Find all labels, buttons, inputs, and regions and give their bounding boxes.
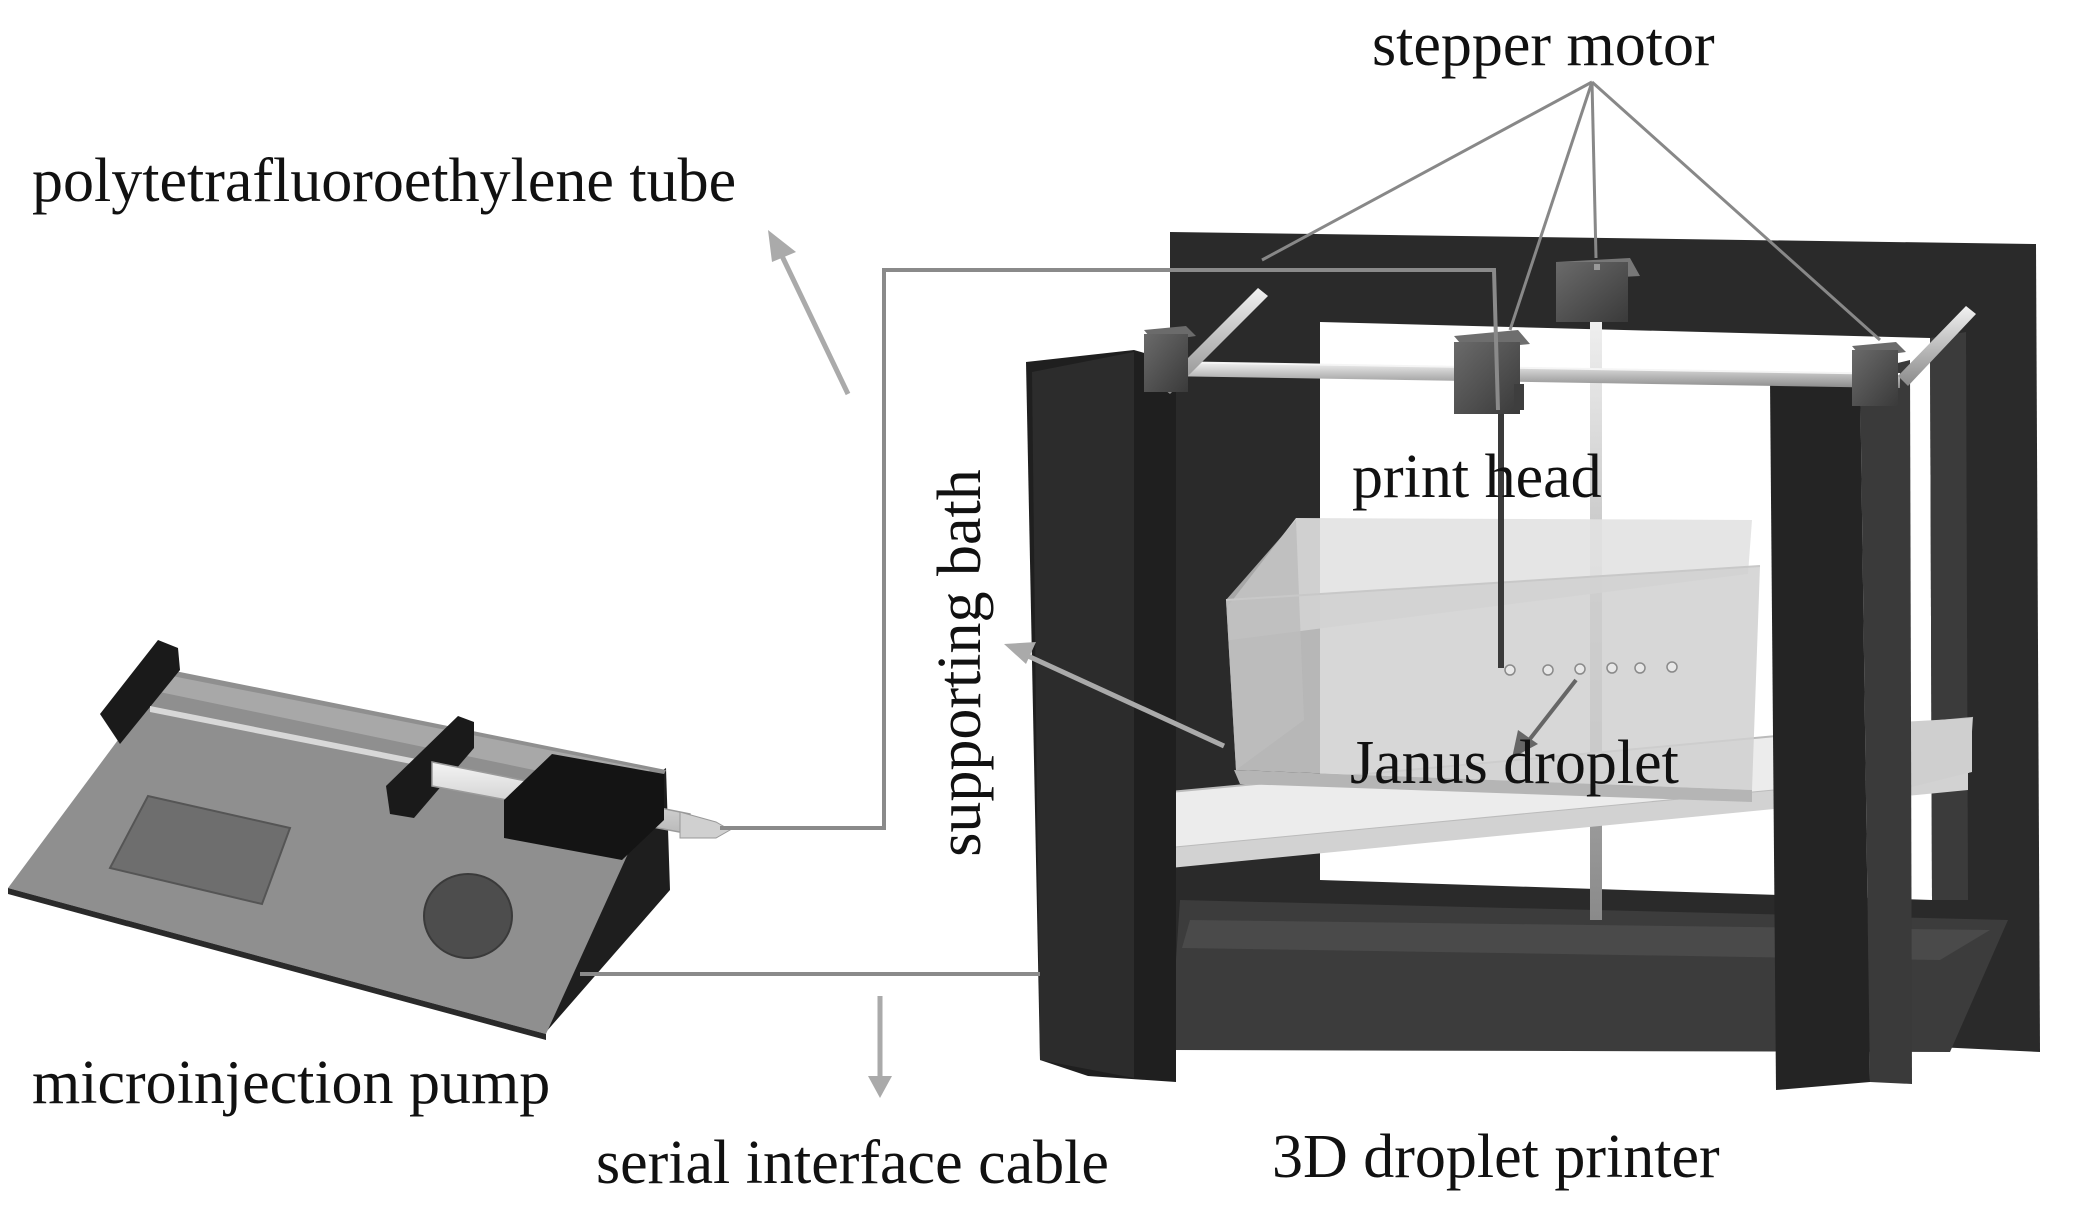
print-head-needle — [1498, 410, 1504, 668]
droplet — [1542, 664, 1554, 676]
right-stepper-motor — [1852, 342, 1906, 406]
pump-display — [108, 794, 292, 906]
droplet — [1504, 664, 1516, 676]
printer — [1026, 232, 2040, 1090]
label-arrows — [768, 230, 1226, 1098]
printer-front-left-column-face — [1032, 352, 1134, 1078]
pump-body-top-highlight — [150, 676, 650, 790]
pump-body-front — [8, 888, 546, 1040]
label-ptfe-tube: polytetrafluoroethylene tube — [32, 147, 737, 215]
left-stepper-motor — [1144, 326, 1196, 392]
droplet — [1666, 661, 1678, 673]
printer-platform-edge — [1170, 772, 1968, 868]
stepper-motor-leaders — [1261, 80, 1882, 342]
printer-front-right-column-face — [1770, 372, 1870, 1090]
print-head-stepper-motor — [1454, 330, 1530, 414]
pump-syringe-holder — [504, 754, 664, 860]
droplets — [1504, 661, 1678, 676]
microinjection-pump — [8, 640, 732, 1040]
droplet — [1574, 663, 1586, 675]
supporting-bath — [1225, 518, 1761, 802]
label-print-head: print head — [1352, 443, 1602, 511]
label-3d-droplet-printer: 3D droplet printer — [1272, 1123, 1720, 1191]
z-stepper-motor — [1556, 258, 1640, 322]
label-serial-cable: serial interface cable — [596, 1129, 1109, 1197]
pump-left-block — [100, 640, 180, 744]
syringe-tip — [679, 811, 732, 839]
label-stepper-motor: stepper motor — [1372, 11, 1715, 79]
droplet — [1634, 662, 1646, 674]
printer-back-inner-right — [1930, 332, 1968, 900]
x-rail — [1160, 362, 1900, 388]
label-supporting-bath: supporting bath — [926, 469, 994, 857]
droplet — [1606, 662, 1618, 674]
ptfe-tube-line — [720, 268, 1500, 830]
pump-pusher-block — [386, 716, 474, 818]
janus-arrow — [1512, 678, 1578, 758]
printer-platform-right-edge — [1900, 718, 1972, 790]
label-microinjection-pump: microinjection pump — [32, 1049, 551, 1117]
label-janus-droplet: Janus droplet — [1350, 729, 1679, 797]
pump-dial — [423, 873, 513, 959]
bath-arrow — [1026, 653, 1226, 749]
printer-front-right-column — [1860, 360, 1912, 1084]
y-rail-right — [1898, 306, 1976, 386]
ptfe-arrow — [779, 254, 851, 396]
